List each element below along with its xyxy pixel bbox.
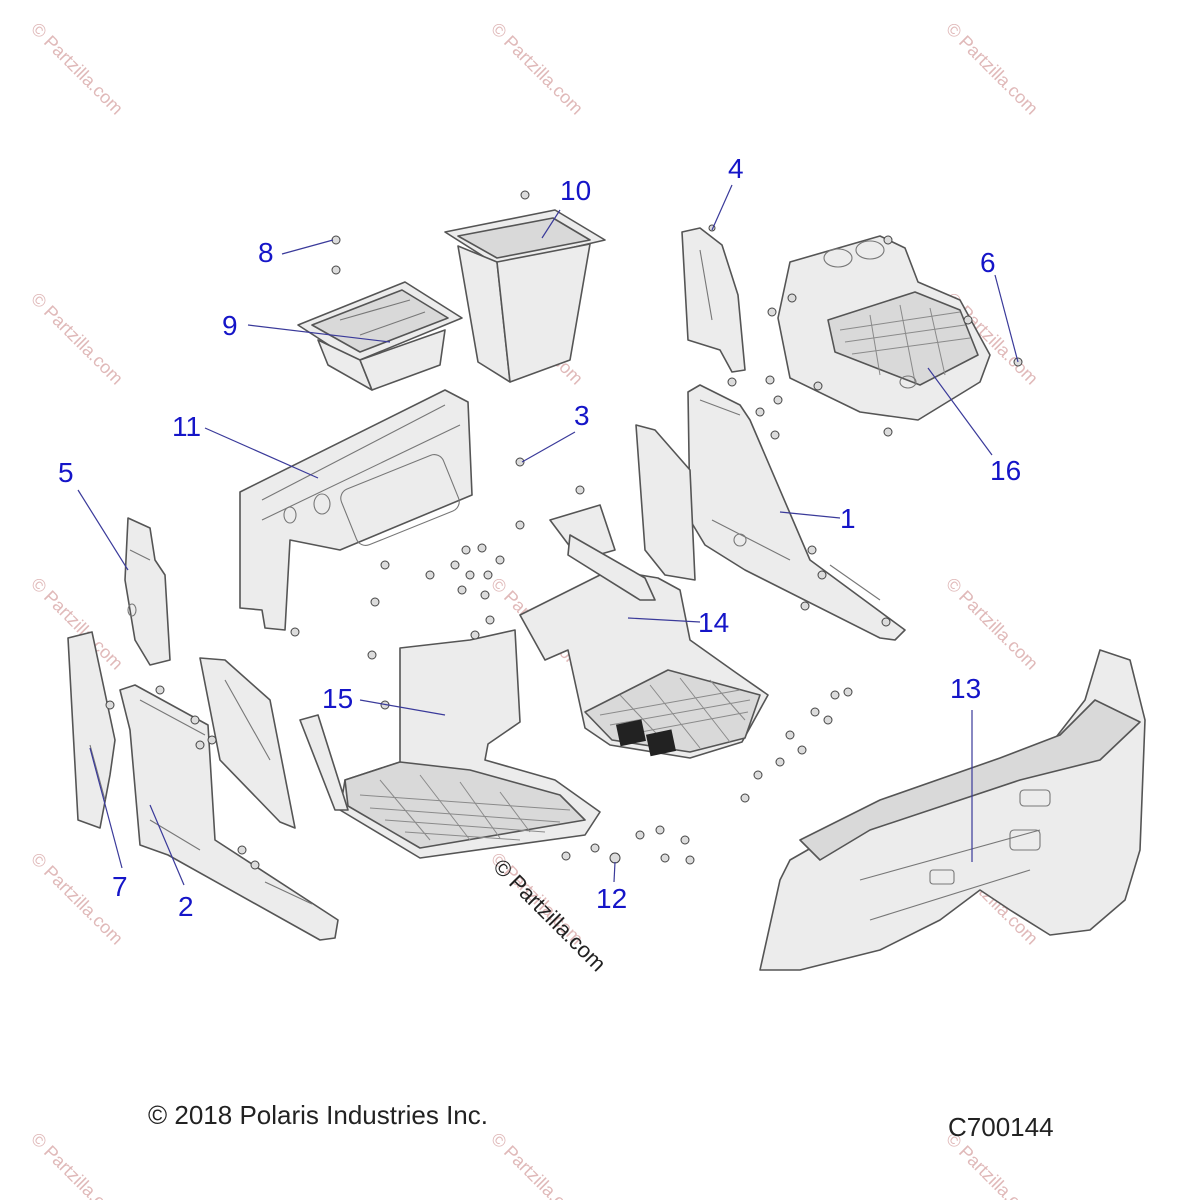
watermark-text: © Partzilla.com [942, 19, 1042, 119]
copyright-text: © 2018 Polaris Industries Inc. [148, 1100, 488, 1130]
leader-2 [149, 804, 185, 886]
callout-labels: 1 2 3 4 5 6 7 8 9 10 11 12 13 14 15 16 [58, 153, 1021, 922]
leader-15 [359, 699, 446, 716]
leader-4 [711, 184, 733, 231]
part-10-storage-bin [444, 190, 606, 383]
center-tunnel [549, 504, 656, 601]
leader-8 [281, 239, 334, 255]
part-14-rear-floor [519, 569, 769, 759]
callout-2: 2 [178, 891, 194, 922]
callout-5: 5 [58, 457, 74, 488]
leader-5 [77, 489, 129, 571]
callout-10: 10 [560, 175, 591, 206]
leader-16 [927, 367, 993, 456]
watermark-text: © Partzilla.com [487, 1129, 587, 1200]
watermark-text: © Partzilla.com [487, 19, 587, 119]
callout-3: 3 [574, 400, 590, 431]
part-4-pillar-trim [681, 224, 746, 373]
callout-16: 16 [990, 455, 1021, 486]
callout-14: 14 [698, 607, 729, 638]
leader-11 [204, 427, 319, 479]
figure-code: C700144 [948, 1112, 1054, 1142]
leader-14 [627, 617, 701, 623]
watermark-text: © Partzilla.com [942, 574, 1042, 674]
part-11-rear-panel [239, 389, 473, 631]
part-16-seat-base [777, 235, 991, 421]
leader-10 [541, 209, 561, 239]
callout-15: 15 [322, 683, 353, 714]
callout-12: 12 [596, 883, 627, 914]
callout-7: 7 [112, 871, 128, 902]
leader-9 [247, 324, 391, 343]
watermark-text: © Partzilla.com [27, 19, 127, 119]
leader-6 [994, 274, 1019, 363]
part-7-pad [67, 631, 116, 829]
callout-13: 13 [950, 673, 981, 704]
callout-6: 6 [980, 247, 996, 278]
watermark-text: © Partzilla.com [27, 1129, 127, 1200]
left-inner-panel [199, 657, 296, 829]
callout-9: 9 [222, 310, 238, 341]
callout-11: 11 [172, 411, 201, 442]
part-13-firewall [759, 649, 1146, 971]
callout-1: 1 [840, 503, 856, 534]
part-15-front-floor [299, 629, 601, 859]
leader-12 [613, 861, 616, 883]
callout-4: 4 [728, 153, 744, 184]
part-2-left-pillar [119, 684, 339, 941]
watermark-text: © Partzilla.com [27, 289, 127, 389]
callout-8: 8 [258, 237, 274, 268]
leader-lines [77, 184, 1019, 886]
leader-3 [521, 431, 576, 463]
leader-1 [779, 511, 841, 519]
part-5-side-panel [124, 517, 171, 666]
leader-7 [89, 747, 123, 869]
part-1-right-pillar [635, 384, 906, 641]
center-watermark: © Partzilla.com [488, 854, 611, 977]
part-9-tray [297, 235, 463, 391]
